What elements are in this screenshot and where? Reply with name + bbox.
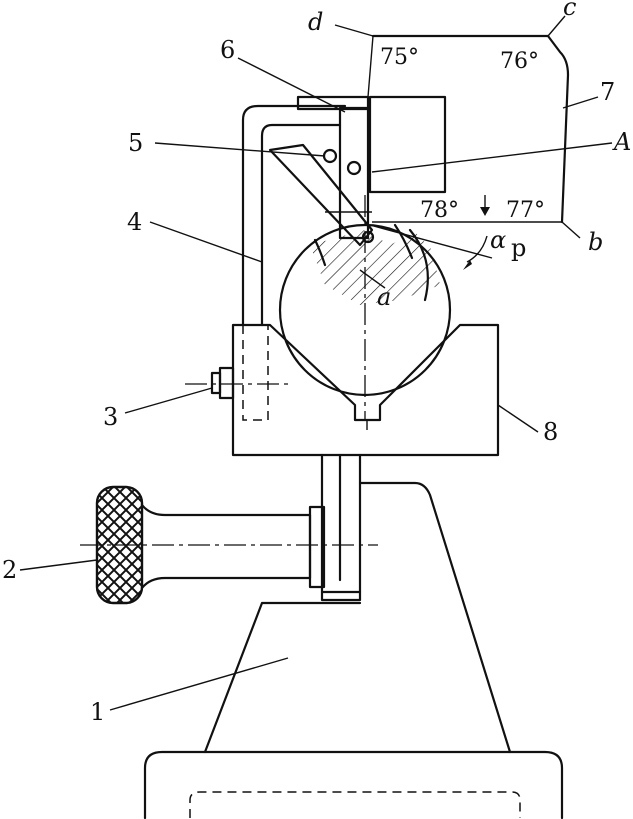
leader-lines (19, 15, 613, 711)
base-stand (143, 481, 564, 819)
leader-c (547, 15, 566, 37)
alpha-subscript: p (511, 234, 526, 262)
alpha-symbol: α (490, 226, 506, 254)
leader-5 (154, 142, 326, 157)
leader-8 (497, 404, 539, 433)
angle-75: 75° (380, 45, 419, 70)
label-a: a (377, 283, 391, 311)
leader-A (371, 142, 613, 173)
side-knob (185, 366, 290, 400)
bracket (241, 104, 347, 421)
workpiece-cylinder (278, 195, 452, 420)
label-part-1: 1 (90, 698, 105, 726)
leader-6 (237, 57, 346, 113)
leader-d (334, 24, 374, 37)
center-post (320, 453, 362, 602)
label-d: d (308, 8, 323, 36)
leader-1 (109, 657, 289, 711)
label-part-7: 7 (600, 78, 615, 106)
angle-76: 76° (500, 49, 539, 74)
leader-3 (124, 387, 213, 414)
label-A: A (612, 128, 631, 156)
label-part-6: 6 (220, 36, 235, 64)
label-part-8: 8 (543, 418, 558, 446)
label-part-2: 2 (2, 556, 17, 584)
label-part-3: 3 (103, 403, 118, 431)
reference-lines (325, 195, 581, 270)
leader-4 (149, 221, 263, 263)
label-part-4: 4 (127, 208, 142, 236)
protractor-plate (367, 34, 570, 224)
label-part-5: 5 (128, 129, 143, 157)
label-c: c (563, 0, 576, 21)
label-b: b (588, 228, 603, 256)
leader-a (359, 269, 386, 289)
angle-78: 78° (420, 198, 459, 223)
leader-2 (19, 559, 98, 571)
knurled-screw (80, 485, 378, 605)
angle-77: 77° (506, 198, 545, 223)
gauge-blade (268, 143, 375, 247)
leader-7 (562, 96, 599, 109)
